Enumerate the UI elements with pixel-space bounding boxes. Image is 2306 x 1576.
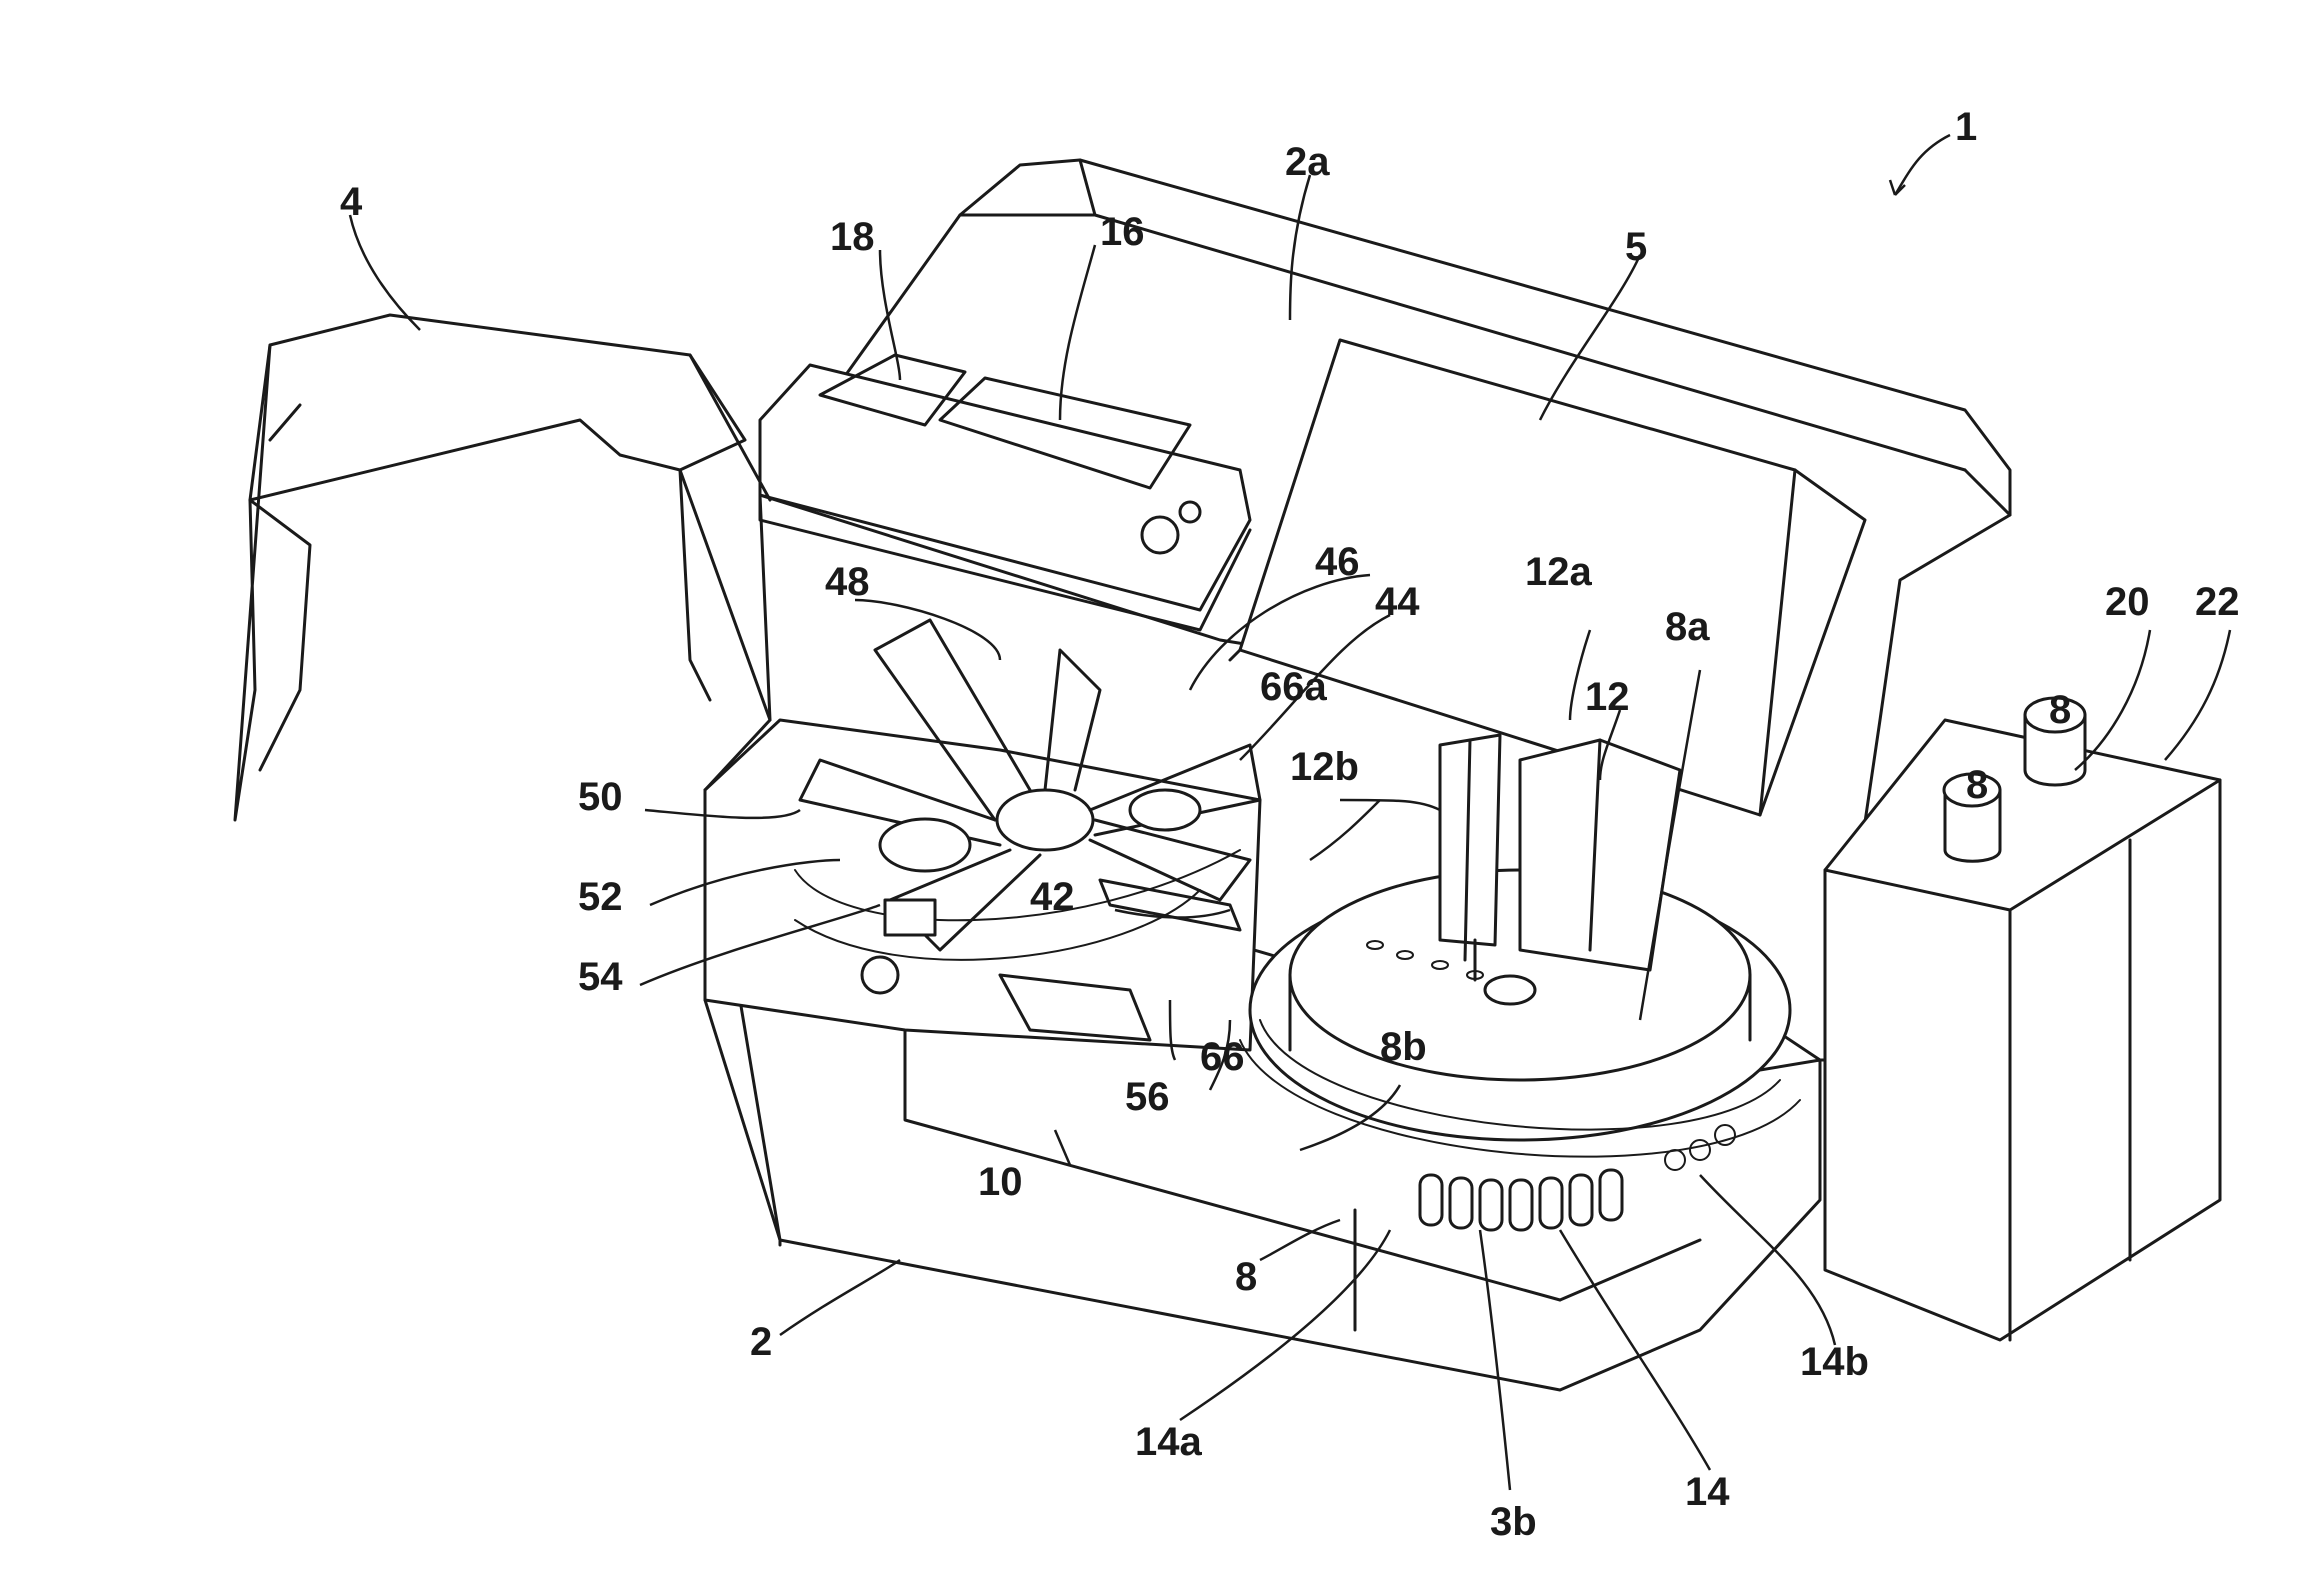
- control-knob-large: [1142, 517, 1178, 553]
- bottle-unit: 8 8: [1825, 688, 2220, 1340]
- label-48: 48: [825, 560, 870, 604]
- label-12b: 12b: [1290, 745, 1359, 789]
- processing-unit-10: [705, 620, 1260, 1050]
- label-5: 5: [1625, 225, 1647, 269]
- bottle-left-cap-mark: 8: [1966, 763, 1988, 807]
- label-16: 16: [1100, 210, 1145, 254]
- control-knob-small: [1180, 502, 1200, 522]
- label-52: 52: [578, 875, 623, 919]
- label-12a: 12a: [1525, 550, 1592, 594]
- label-18: 18: [830, 215, 875, 259]
- label-1: 1: [1955, 105, 1977, 149]
- label-50: 50: [578, 775, 623, 819]
- label-2a: 2a: [1285, 140, 1330, 184]
- label-20: 20: [2105, 580, 2150, 624]
- label-56: 56: [1125, 1075, 1170, 1119]
- bottle-right-cap-mark: 8: [2049, 688, 2071, 732]
- open-door: [235, 315, 770, 820]
- label-22: 22: [2195, 580, 2240, 624]
- label-14: 14: [1685, 1470, 1730, 1514]
- label-8b: 8b: [1380, 1025, 1427, 1069]
- pipette-unit-12: [1440, 735, 1680, 980]
- label-54: 54: [578, 955, 623, 999]
- label-8a: 8a: [1665, 605, 1710, 649]
- label-42: 42: [1030, 875, 1075, 919]
- label-2: 2: [750, 1320, 772, 1364]
- label-4: 4: [340, 180, 363, 224]
- label-44: 44: [1375, 580, 1420, 624]
- label-3b: 3b: [1490, 1500, 1537, 1544]
- label-14b: 14b: [1800, 1340, 1869, 1384]
- label-14a: 14a: [1135, 1420, 1202, 1464]
- bottle-left: 8: [1944, 763, 2000, 861]
- label-10: 10: [978, 1160, 1023, 1204]
- label-12: 12: [1585, 675, 1630, 719]
- label-46: 46: [1315, 540, 1360, 584]
- label-8: 8: [1235, 1255, 1257, 1299]
- label-66: 66: [1200, 1035, 1245, 1079]
- label-66a: 66a: [1260, 665, 1327, 709]
